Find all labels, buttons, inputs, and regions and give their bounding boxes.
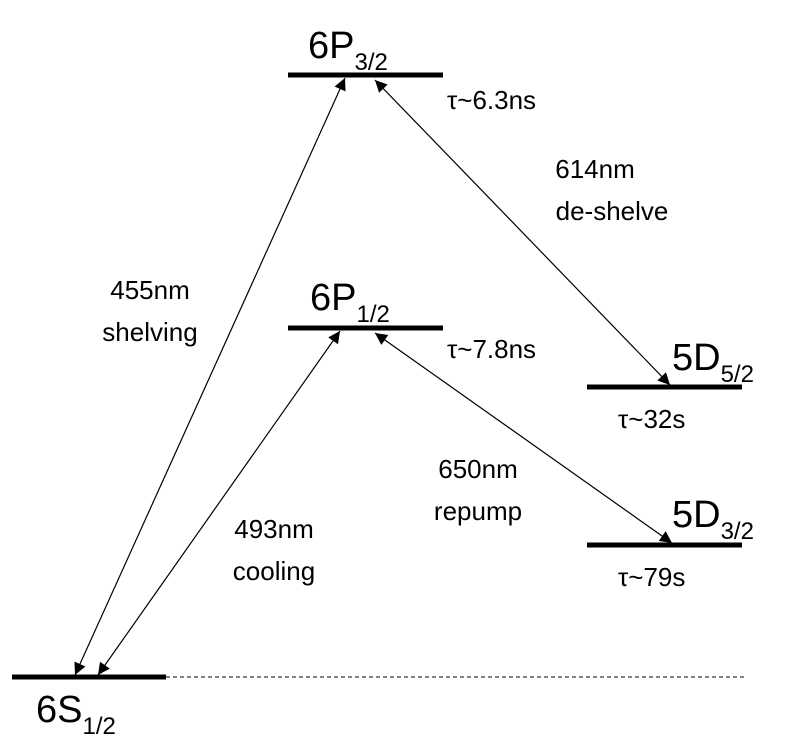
level-5d32-name: 5D [672, 494, 721, 536]
transition-493nm-label: cooling [233, 556, 315, 586]
level-6s12-subscript: 1/2 [82, 713, 115, 740]
transition-650nm-label: repump [434, 496, 522, 526]
level-6p32-subscript: 3/2 [354, 49, 387, 76]
level-6p32-lifetime: τ~6.3ns [447, 85, 536, 115]
transition-493nm-wavelength: 493nm [234, 514, 314, 544]
transition-650nm-wavelength: 650nm [438, 454, 518, 484]
transition-614nm-wavelength: 614nm [555, 154, 635, 184]
level-6s12-label: 6S1/2 [36, 689, 116, 740]
transition-614nm-label: de-shelve [556, 196, 669, 226]
level-6p12-lifetime: τ~7.8ns [447, 334, 536, 364]
level-5d32-label: 5D3/2 [672, 494, 754, 545]
transition-650nm-arrow [374, 332, 673, 544]
transition-455nm-label: shelving [102, 317, 197, 347]
level-6p32-label: 6P3/2 [308, 25, 388, 76]
level-6s12-name: 6S [36, 689, 82, 731]
level-6p12-subscript: 1/2 [356, 301, 389, 328]
level-5d52-subscript: 5/2 [721, 361, 754, 388]
level-5d32-lifetime: τ~79s [618, 562, 685, 592]
level-5d32-subscript: 3/2 [721, 518, 754, 545]
level-6p12-name: 6P [310, 277, 356, 319]
level-5d52-name: 5D [672, 337, 721, 379]
level-6p12-label: 6P1/2 [310, 277, 390, 328]
transition-455nm-wavelength: 455nm [110, 275, 190, 305]
level-6p32-name: 6P [308, 25, 354, 67]
level-5d52-label: 5D5/2 [672, 337, 754, 388]
transition-493nm-arrow [97, 330, 341, 676]
level-5d52-lifetime: τ~32s [618, 404, 685, 434]
